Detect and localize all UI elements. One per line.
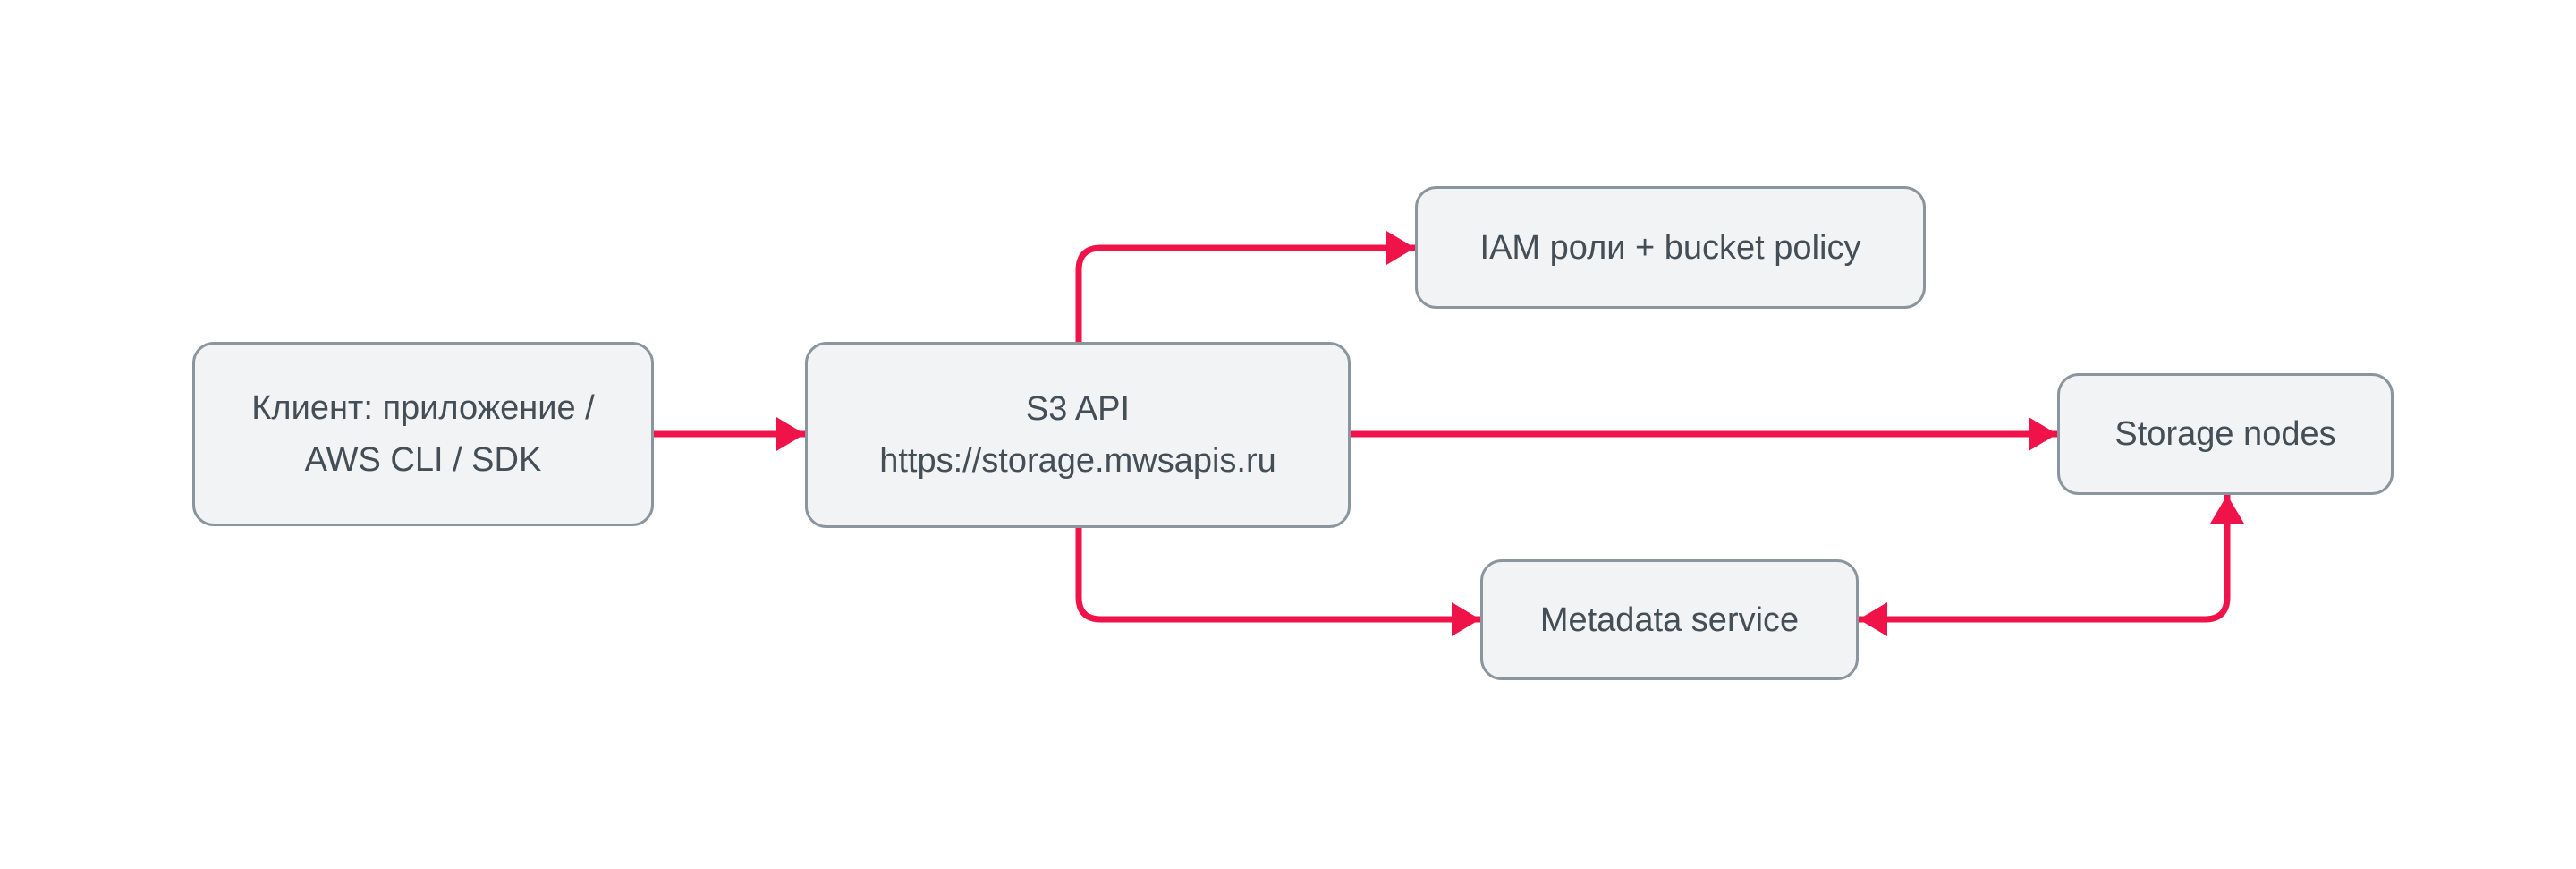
- node-storage-label: Storage nodes: [2114, 415, 2336, 453]
- edge-storage-metadata-bidirectional: [1859, 495, 2244, 636]
- node-client: Клиент: приложение / AWS CLI / SDK: [192, 342, 654, 526]
- node-iam-bucket-policy: IAM роли + bucket policy: [1415, 186, 1926, 309]
- node-client-line-2: AWS CLI / SDK: [304, 441, 542, 479]
- node-s3-api-line-2: https://storage.mwsapis.ru: [879, 442, 1276, 480]
- node-s3-api-line-1: S3 API: [1025, 390, 1131, 428]
- node-storage-nodes: Storage nodes: [2057, 373, 2394, 495]
- node-iam-label: IAM роли + bucket policy: [1479, 228, 1861, 267]
- edge-s3api-to-iam: [1075, 231, 1415, 342]
- node-s3-api: S3 API https://storage.mwsapis.ru: [805, 342, 1351, 528]
- node-metadata-service: Metadata service: [1480, 559, 1859, 680]
- edge-s3api-to-metadata: [1075, 528, 1480, 636]
- node-client-line-1: Клиент: приложение /: [251, 389, 595, 427]
- node-metadata-label: Metadata service: [1539, 601, 1800, 639]
